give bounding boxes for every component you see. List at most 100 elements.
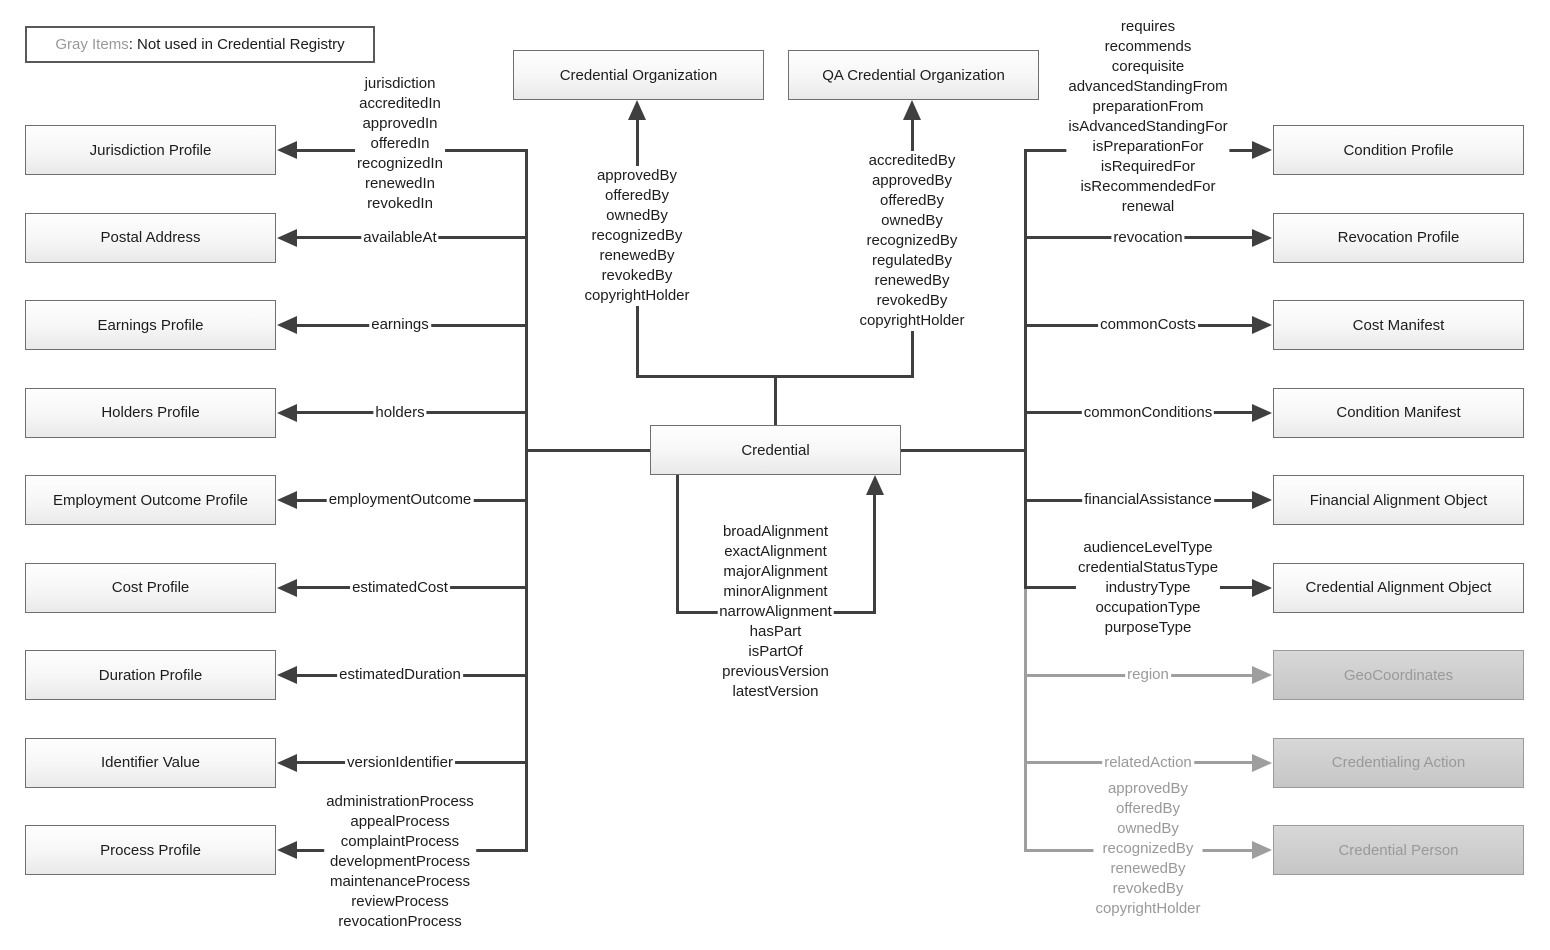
- edge-label: regulatedBy: [871, 252, 953, 269]
- credential-left-connector: [526, 448, 651, 452]
- edge-label: recognizedBy: [1102, 840, 1194, 857]
- legend-gray-label: Gray Items: [55, 36, 129, 53]
- edge-label: narrowAlignment: [719, 603, 832, 620]
- arrowhead-right-icon: [1252, 666, 1272, 684]
- edge-label: versionIdentifier: [347, 753, 453, 771]
- node-credential-alignment-object: Credential Alignment Object: [1273, 562, 1524, 613]
- edge-label: previousVersion: [722, 663, 829, 680]
- edge-labels-cost-manifest: commonCosts: [1098, 315, 1198, 335]
- edge-label: approvedIn: [362, 115, 438, 132]
- edge-labels-condition-manifest: commonConditions: [1081, 402, 1215, 423]
- edge-label: ownedBy: [606, 207, 668, 224]
- credential-top-connector: [774, 378, 777, 425]
- edge-label: copyrightHolder: [1095, 900, 1201, 917]
- arrowhead-right-icon: [1252, 316, 1272, 334]
- edge-label: isAdvancedStandingFor: [1068, 118, 1228, 135]
- node-duration-profile: Duration Profile: [25, 650, 276, 700]
- edge-label: copyrightHolder: [584, 287, 690, 304]
- edge-label: estimatedDuration: [339, 666, 461, 683]
- arrowhead-right-icon: [1252, 141, 1272, 159]
- edge-label: approvedBy: [596, 167, 678, 184]
- node-condition-manifest: Condition Manifest: [1273, 387, 1524, 438]
- arrowhead-right-icon: [1252, 228, 1272, 247]
- edge-label: earnings: [371, 316, 429, 333]
- edge-label: renewedBy: [599, 247, 675, 264]
- edge-label: occupationType: [1095, 598, 1201, 616]
- edge-label: revocationProcess: [338, 913, 462, 930]
- edge-label: corequisite: [1111, 58, 1185, 75]
- arrowhead-left-icon: [277, 316, 297, 334]
- node-identifier-value: Identifier Value: [25, 737, 276, 788]
- org-horizontal-connector: [635, 375, 914, 378]
- edge-label: recognizedBy: [866, 232, 958, 249]
- edge-label: audienceLevelType: [1083, 538, 1213, 556]
- arrowhead-left-icon: [277, 403, 297, 422]
- node-label: QA Credential Organization: [822, 66, 1005, 84]
- edge-label: revokedBy: [1112, 880, 1184, 897]
- credential-right-connector: [899, 448, 1025, 452]
- edge-label: hasPart: [749, 623, 802, 640]
- edge-label: renewedIn: [364, 175, 436, 192]
- edge-label: isRequiredFor: [1100, 158, 1196, 175]
- edge-label: renewedBy: [874, 272, 950, 289]
- self-loop-right-leg: [873, 494, 876, 614]
- edge-label: majorAlignment: [723, 563, 828, 580]
- org-left-arrowhead-icon: [628, 100, 646, 120]
- arrowhead-right-icon: [1252, 403, 1272, 422]
- arrowhead-left-icon: [277, 753, 297, 772]
- node-revocation-profile: Revocation Profile: [1273, 212, 1524, 263]
- node-cost-profile: Cost Profile: [25, 562, 276, 613]
- node-label: Credential Organization: [559, 66, 718, 84]
- edge-label: commonCosts: [1100, 316, 1196, 333]
- edge-label: recognizedBy: [591, 227, 683, 244]
- edge-label: renewal: [1121, 198, 1175, 215]
- node-credential-organization: Credential Organization: [513, 50, 764, 100]
- node-earnings-profile: Earnings Profile: [25, 300, 276, 350]
- node-condition-profile: Condition Profile: [1273, 125, 1524, 175]
- node-postal-address: Postal Address: [25, 212, 276, 263]
- org-right-arrowhead-icon: [903, 100, 921, 120]
- edge-label: administrationProcess: [326, 793, 474, 810]
- edge-label: accreditedBy: [868, 152, 956, 169]
- edge-label: holders: [375, 403, 425, 421]
- edge-label: requires: [1120, 18, 1176, 35]
- edge-labels-earnings-profile: earnings: [369, 315, 431, 335]
- edge-label: isRecommendedFor: [1080, 178, 1216, 195]
- edge-label: preparationFrom: [1092, 98, 1204, 115]
- edge-label: revokedBy: [876, 292, 948, 309]
- edge-label: commonConditions: [1083, 403, 1213, 421]
- edge-label: financialAssistance: [1084, 491, 1212, 508]
- edge-label: isPreparationFor: [1092, 138, 1204, 155]
- node-qa-credential-organization: QA Credential Organization: [788, 50, 1039, 100]
- legend-text: : Not used in Credential Registry: [128, 36, 345, 53]
- self-loop-left-leg: [675, 475, 679, 614]
- edge-label: isPartOf: [748, 643, 803, 660]
- edge-label: offeredBy: [1116, 800, 1180, 817]
- edge-label: employmentOutcome: [328, 491, 472, 508]
- edge-label: exactAlignment: [724, 543, 827, 560]
- edge-label: latestVersion: [732, 683, 819, 700]
- edge-labels-holders-profile: holders: [373, 402, 427, 423]
- node-process-profile: Process Profile: [25, 825, 276, 875]
- arrowhead-right-icon: [1252, 578, 1272, 597]
- edge-label: relatedAction: [1104, 753, 1192, 771]
- edge-label: region: [1127, 666, 1169, 683]
- arrowhead-left-icon: [277, 666, 297, 684]
- org-right-lower-leg: [910, 331, 914, 378]
- edge-label: maintenanceProcess: [329, 873, 471, 890]
- edge-label: estimatedCost: [352, 578, 448, 596]
- edge-labels-financial-alignment-object: financialAssistance: [1082, 490, 1214, 510]
- edge-label: revocation: [1113, 228, 1183, 246]
- arrowhead-right-icon: [1252, 491, 1272, 509]
- edge-labels-employment-outcome-profile: employmentOutcome: [326, 490, 474, 510]
- edge-labels-revocation-profile: revocation: [1111, 227, 1185, 248]
- node-financial-alignment-object: Financial Alignment Object: [1273, 475, 1524, 525]
- node-cost-manifest: Cost Manifest: [1273, 300, 1524, 350]
- arrowhead-left-icon: [277, 228, 297, 247]
- edge-label: advancedStandingFrom: [1068, 78, 1228, 95]
- edge-label: accreditedIn: [359, 95, 441, 112]
